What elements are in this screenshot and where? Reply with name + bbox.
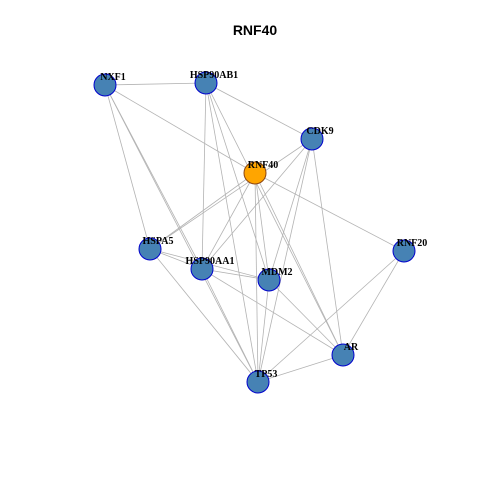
edge-rnf40-rnf20	[254, 172, 405, 252]
node-layer	[93, 71, 416, 394]
node-label-nxf1: NXF1	[100, 72, 126, 83]
edge-rnf40-tp53	[254, 172, 259, 383]
node-mdm2[interactable]	[257, 268, 281, 292]
edge-nxf1-hsp90ab1	[104, 82, 207, 86]
node-label-hsp90ab1: HSP90AB1	[190, 70, 238, 81]
node-label-ar: AR	[344, 342, 359, 353]
edge-cdk9-mdm2	[268, 138, 313, 281]
edge-ar-tp53	[257, 354, 344, 383]
edge-rnf20-tp53	[257, 250, 405, 383]
edge-layer	[104, 82, 405, 383]
node-ar[interactable]	[331, 343, 355, 367]
node-hspa5[interactable]	[138, 237, 162, 261]
edge-nxf1-hspa5	[104, 84, 151, 250]
edge-rnf40-mdm2	[254, 172, 270, 281]
edge-hsp90ab1-ar	[205, 82, 344, 356]
edge-rnf40-ar	[254, 172, 344, 356]
edge-hsp90ab1-hsp90aa1	[201, 82, 207, 270]
node-label-mdm2: MDM2	[261, 267, 292, 278]
edge-cdk9-hspa5	[149, 138, 313, 250]
node-nxf1[interactable]	[93, 73, 117, 97]
edge-hsp90aa1-ar	[201, 268, 344, 356]
node-label-hsp90aa1: HSP90AA1	[186, 256, 235, 267]
edge-rnf40-hsp90aa1	[201, 172, 256, 270]
node-label-rnf20: RNF20	[397, 238, 428, 249]
edge-cdk9-hsp90aa1	[201, 138, 313, 270]
edge-rnf20-ar	[342, 250, 405, 356]
edge-mdm2-ar	[268, 279, 344, 356]
node-hsp90aa1[interactable]	[190, 257, 214, 281]
edge-cdk9-tp53	[257, 138, 313, 383]
edge-hsp90ab1-tp53	[205, 82, 259, 383]
node-rnf40[interactable]	[243, 161, 267, 185]
node-label-tp53: TP53	[255, 369, 278, 380]
node-tp53[interactable]	[246, 370, 270, 394]
diagram-title: RNF40	[233, 22, 278, 38]
edge-hsp90ab1-mdm2	[205, 82, 270, 281]
edge-mdm2-tp53	[257, 279, 270, 383]
edge-hsp90aa1-tp53	[201, 268, 259, 383]
edge-hsp90ab1-cdk9	[205, 82, 313, 140]
node-label-rnf40: RNF40	[248, 160, 279, 171]
edge-cdk9-ar	[311, 138, 344, 356]
node-label-cdk9: CDK9	[306, 126, 333, 137]
edge-rnf40-hspa5	[149, 172, 256, 250]
edge-hspa5-tp53	[149, 248, 259, 383]
node-label-hspa5: HSPA5	[143, 236, 174, 247]
node-rnf20[interactable]	[392, 239, 416, 263]
node-hsp90ab1[interactable]	[194, 71, 218, 95]
node-cdk9[interactable]	[300, 127, 324, 151]
edge-nxf1-tp53	[104, 84, 259, 383]
